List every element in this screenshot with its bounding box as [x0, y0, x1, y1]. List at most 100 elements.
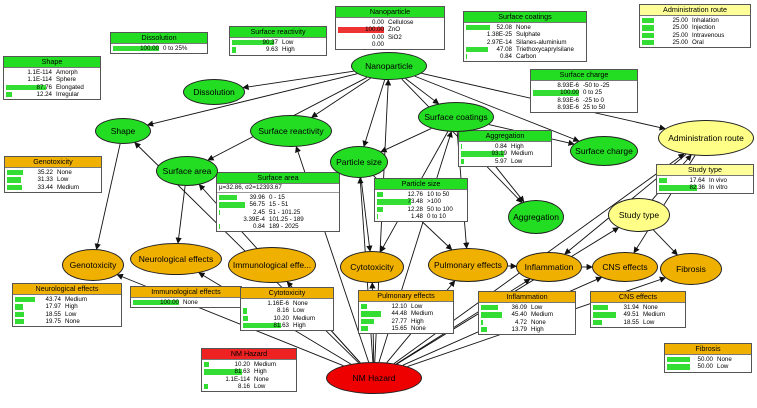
state-label: Low — [65, 310, 77, 318]
node-nm-hazard[interactable]: NM Hazard — [326, 362, 422, 394]
state-probability: 17.64 — [689, 177, 705, 184]
node-inflammation[interactable]: Inflammation — [516, 252, 582, 282]
node-immunological-effects[interactable]: Immunological effe... — [228, 247, 316, 283]
state-probability: 39.96 — [249, 194, 265, 201]
node-genotoxicity[interactable]: Genotoxicity — [62, 249, 124, 281]
state-label: 10 to 50 — [427, 191, 450, 198]
probability-bar — [667, 357, 690, 363]
node-surface-charge[interactable]: Surface charge — [570, 136, 638, 166]
state-label: Medium — [65, 296, 88, 303]
state-probability: 13.79 — [511, 325, 527, 333]
node-study-type[interactable]: Study type — [608, 198, 670, 232]
node-cns-effects[interactable]: CNS effects — [592, 252, 658, 282]
node-aggregation[interactable]: Aggregation — [508, 200, 564, 234]
state-probability: 100.00 — [160, 299, 179, 306]
state-probability: 35.22 — [37, 169, 53, 176]
state-probability: 81.63 — [273, 321, 289, 329]
state-probability: 31.94 — [623, 304, 639, 311]
node-administration-route[interactable]: Administration route — [658, 120, 754, 156]
node-dissolution[interactable]: Dissolution — [183, 79, 245, 105]
probability-bar — [232, 47, 237, 53]
state-label: 50 to 100 — [427, 205, 453, 213]
arc-shape-to-genotoxicity — [94, 143, 121, 250]
node-surface-area[interactable]: Surface area — [156, 156, 218, 186]
node-neurological-effects[interactable]: Neurological effects — [130, 243, 222, 275]
state-probability: 18.55 — [623, 318, 639, 326]
node-fibrosis[interactable]: Fibrosis — [660, 253, 722, 285]
node-label: Neurological effects — [138, 253, 214, 264]
state-label: Low — [531, 304, 543, 311]
state-probability: 19.75 — [45, 317, 61, 325]
probability-bar — [6, 84, 47, 90]
node-cytotoxicity[interactable]: Cytotoxicity — [340, 251, 404, 283]
state-probability: 4.72 — [514, 318, 527, 326]
probability-bar — [642, 39, 654, 46]
node-surface-reactivity[interactable]: Surface reactivity — [250, 115, 332, 147]
state-probability: 12.28 — [407, 205, 423, 213]
node-label: Genotoxicity — [69, 259, 117, 270]
node-nanoparticle[interactable]: Nanoparticle — [351, 52, 427, 80]
monitor-title: Genotoxicity — [5, 157, 101, 168]
state-label: None — [516, 24, 531, 31]
state-row: 8.93E-6-50 to -25 — [533, 82, 635, 89]
monitor-title: Cytotoxicity — [241, 288, 333, 299]
node-surface-coatings[interactable]: Surface coatings — [418, 102, 494, 132]
state-probability: 12.10 — [391, 303, 407, 310]
node-shape[interactable]: Shape — [95, 118, 151, 144]
probability-bar — [659, 185, 697, 191]
probability-bar — [377, 206, 383, 212]
state-probability: 56.75 — [249, 201, 265, 209]
state-label: Medium — [531, 311, 554, 319]
state-probability: 1.48 — [410, 212, 423, 220]
monitor-title: CNS effects — [591, 292, 685, 303]
node-particle-size[interactable]: Particle size — [330, 146, 388, 178]
state-label: Sphere — [56, 76, 76, 84]
state-probability: 15.65 — [391, 324, 407, 332]
state-row: 8.93E-6-25 to 0 — [533, 97, 635, 104]
state-label: None — [65, 317, 80, 325]
state-label: Low — [254, 382, 266, 390]
node-pulmonary-effects[interactable]: Pulmonary effects — [428, 248, 508, 282]
state-label: -50 to -25 — [583, 82, 610, 89]
state-probability: 0.84 — [494, 143, 507, 150]
monitor-title: NM Hazard — [202, 349, 296, 360]
probability-bar — [361, 318, 374, 324]
monitor-statistics: μ=32.86, σ2=12393.67 — [217, 184, 339, 193]
state-probability: 8.16 — [276, 307, 289, 315]
arc-nanoparticle-to-surface-coatings — [405, 78, 440, 105]
